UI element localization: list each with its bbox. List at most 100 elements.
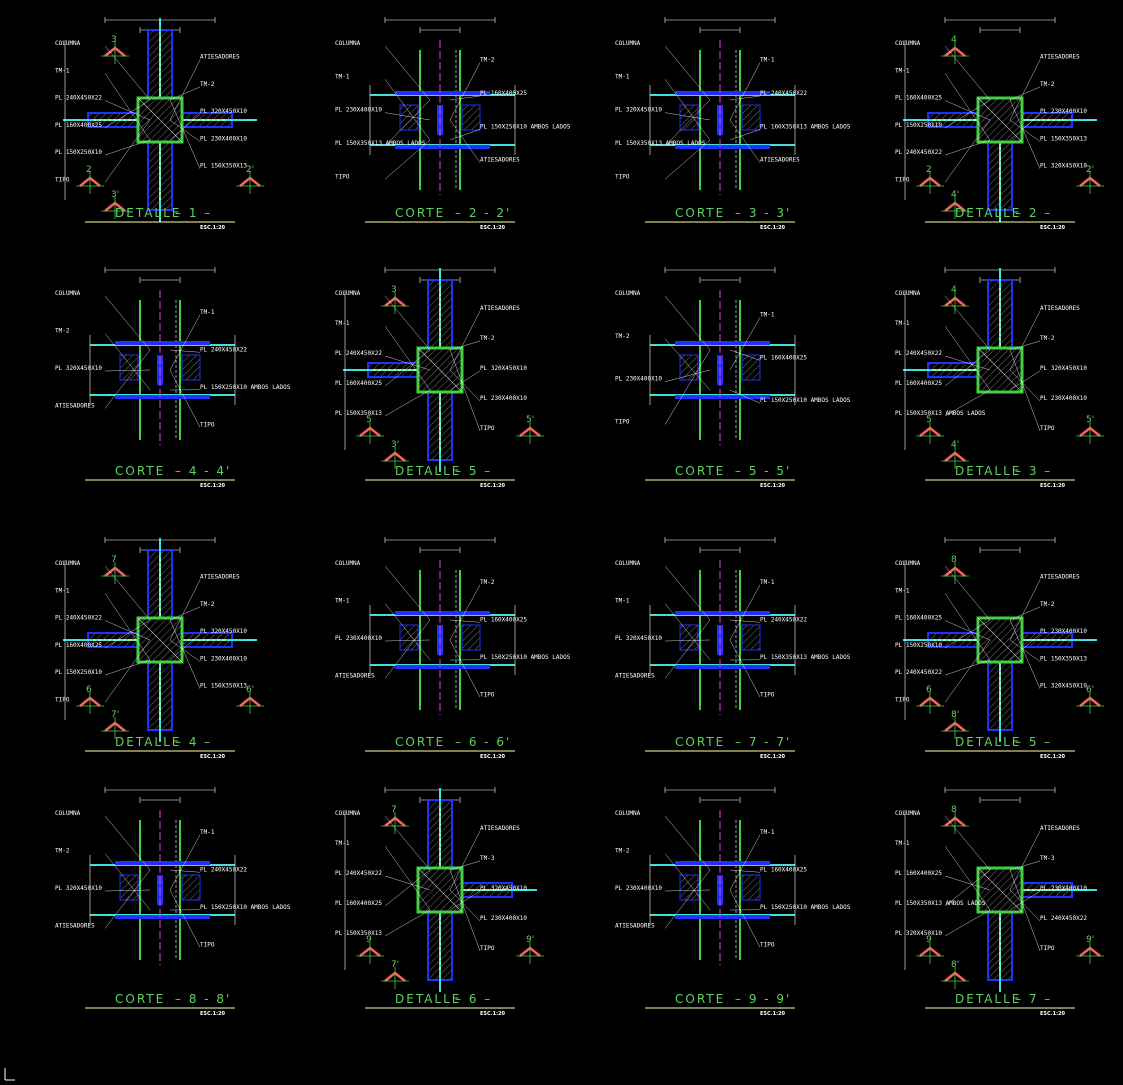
ucs-icon	[4, 1068, 15, 1081]
callout-label: PL 240X450X22	[895, 350, 942, 357]
callout-label: ATIESADORES	[1040, 305, 1080, 312]
leader-line	[664, 99, 711, 147]
callout-label: ATIESADORES	[55, 923, 95, 930]
leader-line	[944, 99, 991, 128]
leader-line	[944, 100, 991, 121]
leader-line	[104, 100, 151, 121]
panel-title: DETALLE	[115, 735, 181, 749]
leader-line	[169, 59, 201, 121]
gusset-left	[679, 624, 699, 651]
plate-bottom	[115, 915, 210, 919]
leader-line	[944, 815, 991, 871]
leader-line	[384, 875, 431, 891]
section-mark-label: 7'	[111, 710, 119, 720]
callout-label: COLUMNA	[615, 290, 641, 297]
callout-label: PL 150X250X10 AMBOS LADOS	[480, 654, 571, 661]
panel-scale: ESC.1:20	[480, 1011, 506, 1017]
callout-label: PL 160X400X25	[760, 866, 807, 873]
callout-label: COLUMNA	[335, 810, 361, 817]
leader-line	[729, 129, 761, 141]
callout-label: PL 320X450X10	[1040, 683, 1087, 690]
leader-line	[449, 369, 481, 402]
callout-label: PL 240X450X22	[335, 870, 382, 877]
leader-line	[729, 869, 761, 873]
callout-label: TIPO	[615, 419, 630, 426]
callout-label: PL 230X400X10	[200, 135, 247, 142]
section-mark-label: 5	[366, 415, 372, 425]
callout-label: PL 150X350X13	[335, 410, 382, 417]
callout-label: PL 240X450X22	[760, 90, 807, 97]
callout-label: TM-2	[200, 81, 215, 88]
leader-line	[664, 349, 711, 425]
callout-label: COLUMNA	[55, 560, 81, 567]
section-mark-label: 8	[951, 805, 957, 815]
callout-label: PL 160X400X25	[895, 615, 942, 622]
leader-line	[449, 349, 481, 432]
section-mark-label: 2	[926, 165, 932, 175]
leader-line	[384, 325, 431, 391]
plate-bottom	[675, 665, 770, 669]
section-mark-label: 7	[391, 805, 397, 815]
callout-label: TM-2	[55, 328, 70, 335]
leader-line	[384, 815, 431, 871]
leader-line	[664, 139, 711, 180]
leader-line	[729, 639, 761, 698]
leader-line	[944, 869, 991, 907]
panel-number: – 2 –	[1015, 206, 1052, 220]
panel-title: CORTE	[395, 735, 445, 749]
leader-line	[944, 325, 991, 391]
leader-line	[169, 114, 201, 141]
callout-label: PL 160X400X25	[895, 380, 942, 387]
column-diagonal	[977, 867, 1023, 913]
leader-line	[104, 139, 151, 156]
leader-line	[104, 815, 151, 871]
plate-top	[115, 341, 210, 345]
callout-label: TM-2	[480, 57, 495, 64]
section-mark-label: 8'	[951, 960, 959, 970]
gusset-right	[461, 104, 481, 131]
callout-label: PL 160X400X25	[480, 616, 527, 623]
panel-scale: ESC.1:20	[200, 225, 226, 231]
leader-line	[944, 620, 991, 641]
callout-label: TIPO	[760, 941, 775, 948]
section-mark-label: 4	[951, 35, 957, 45]
callout-label: PL 150X350X13 AMBOS LADOS	[895, 900, 986, 907]
leader-line	[944, 875, 991, 891]
callout-label: COLUMNA	[615, 560, 641, 567]
callout-label: PL 160X400X25	[895, 95, 942, 102]
leader-line	[944, 639, 991, 703]
leader-line	[664, 853, 711, 911]
leader-line	[104, 295, 151, 351]
section-mark-label: 9	[926, 935, 932, 945]
leader-line	[384, 565, 431, 621]
callout-label: PL 320X450X10	[200, 628, 247, 635]
callout-label: ATIESADORES	[335, 673, 375, 680]
callout-label: COLUMNA	[615, 810, 641, 817]
callout-label: TIPO	[480, 425, 495, 432]
callout-label: PL 150X350X13 AMBOS LADOS	[335, 140, 426, 147]
leader-line	[384, 619, 431, 679]
leader-line	[449, 62, 481, 121]
callout-label: ATIESADORES	[480, 305, 520, 312]
leader-line	[104, 369, 151, 372]
leader-line	[1009, 114, 1041, 141]
callout-label: TM-1	[200, 829, 215, 836]
callout-label: TM-2	[200, 601, 215, 608]
callout-label: COLUMNA	[55, 810, 81, 817]
callout-label: PL 160X400X25	[760, 354, 807, 361]
gusset-left	[679, 874, 699, 901]
section-mark-label: 6	[86, 685, 92, 695]
section-mark-label: 7'	[391, 960, 399, 970]
panel-title: CORTE	[675, 992, 725, 1006]
panel-scale: ESC.1:20	[760, 483, 786, 489]
leader-line	[449, 310, 481, 371]
panel-number: – 7 - 7'	[735, 735, 791, 749]
panel-number: – 5 - 5'	[735, 464, 791, 478]
